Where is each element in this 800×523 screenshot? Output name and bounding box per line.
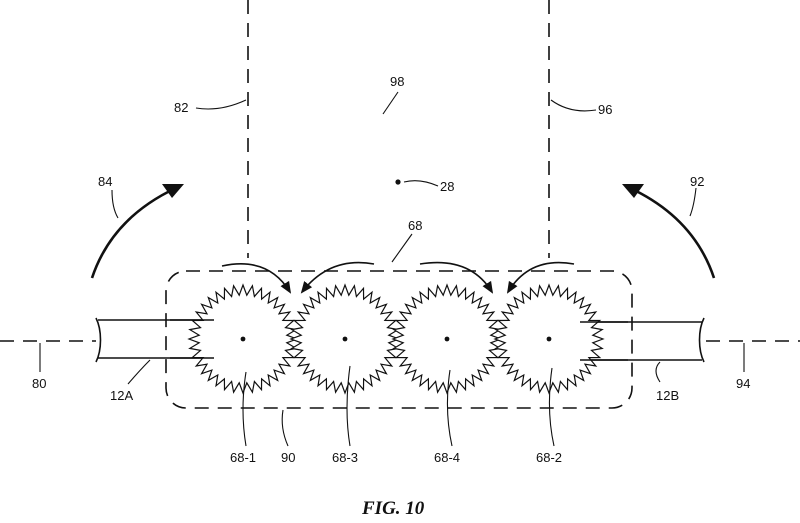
point-28 (395, 179, 401, 185)
label-92: 92 (690, 174, 704, 189)
label-80: 80 (32, 376, 46, 391)
gear-rotation-arrows (221, 261, 575, 294)
gear-train (187, 283, 605, 395)
rotation-arrow-84-head (162, 184, 184, 198)
label-94: 94 (736, 376, 750, 391)
label-82: 82 (174, 100, 188, 115)
label-96: 96 (598, 102, 612, 117)
label-68-2: 68-2 (536, 450, 562, 465)
label-90: 90 (281, 450, 295, 465)
gear-68-4-center (444, 336, 450, 342)
rotation-arrow-92 (629, 186, 716, 279)
rotation-arrow-84 (90, 186, 177, 279)
gear-68-3-center (342, 336, 348, 342)
label-12b: 12B (656, 388, 679, 403)
label-68-3: 68-3 (332, 450, 358, 465)
gear-68-1-center (240, 336, 246, 342)
label-98: 98 (390, 74, 404, 89)
rotation-arrow-92-head (622, 184, 644, 198)
label-12a: 12A (110, 388, 133, 403)
label-68: 68 (408, 218, 422, 233)
figure-caption: FIG. 10 (361, 498, 425, 519)
label-84: 84 (98, 174, 112, 189)
gear-68-2-center (546, 336, 552, 342)
gear-frame-outline (165, 270, 633, 409)
label-28: 28 (440, 179, 454, 194)
label-68-1: 68-1 (230, 450, 256, 465)
leader-lines (39, 91, 745, 447)
label-68-4: 68-4 (434, 450, 460, 465)
